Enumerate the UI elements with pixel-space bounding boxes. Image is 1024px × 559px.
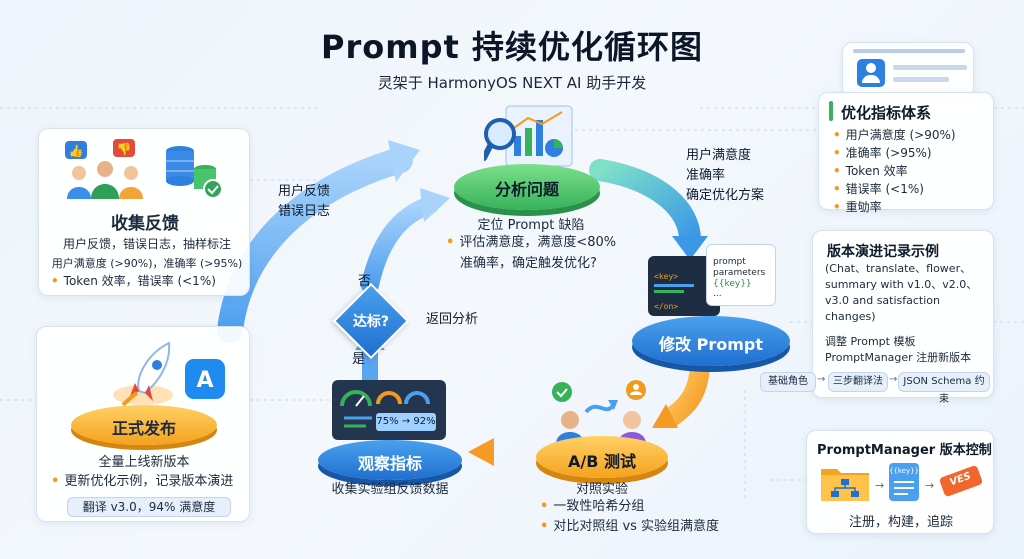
observe-disc: 观察指标 xyxy=(318,440,462,480)
collect-bullet: •Token 效率，错误率 (<1%) xyxy=(51,274,216,288)
collect-title: 收集反馈 xyxy=(111,214,179,234)
chip-arrow-icon: → xyxy=(817,374,826,385)
decision-back: 返回分析 xyxy=(426,312,479,327)
code-on: </on> xyxy=(654,302,679,311)
pm-arrow-icon-1: → xyxy=(875,479,885,492)
metrics-item: •Token 效率 xyxy=(833,164,908,178)
analyze-line2: 准确率，确定触发优化? xyxy=(460,256,597,271)
observe-title: 观察指标 xyxy=(357,454,422,473)
version-desc: (Chat、translate、flower、summary with v1.0… xyxy=(825,262,978,323)
prompt-panel-line1: prompt xyxy=(713,257,746,267)
modify-title: 修改 Prompt xyxy=(659,335,763,354)
svg-text:👎: 👎 xyxy=(117,142,132,156)
promptmanager-card: PromptManager 版本控制 → {{key}} → VES 注册，构建… xyxy=(806,430,994,534)
release-disc xyxy=(71,405,217,445)
arrow-analyze-to-modify xyxy=(589,159,701,251)
metrics-item: •重劬率 xyxy=(833,200,882,214)
flow-label-errlog: 错误日志 xyxy=(278,204,331,219)
arrow-decision-to-analyze xyxy=(361,196,439,294)
decision-label: 达标? xyxy=(352,314,390,330)
rocket-icon: A xyxy=(113,341,225,407)
metrics-title: 优化指标体系 xyxy=(841,104,932,122)
screen-card xyxy=(842,42,974,98)
folder-tree-icon xyxy=(821,469,869,501)
pm-arrow-icon-2: → xyxy=(925,479,935,492)
decision-yes: 是 xyxy=(352,352,366,367)
svg-text:👍: 👍 xyxy=(69,144,84,158)
abtest-title: A/B 测试 xyxy=(568,452,636,471)
decision-no: 否 xyxy=(358,274,372,289)
release-pill: 翻译 v3.0，94% 满意度 xyxy=(67,497,231,517)
flow-label-sat: 用户满意度 xyxy=(686,148,752,163)
prompt-panel-line2: parameters xyxy=(713,268,766,278)
tag-stamp-icon: VES xyxy=(938,464,984,498)
pm-stamp: VES xyxy=(948,470,973,489)
dashboard-icon: 75% → 92% xyxy=(332,380,446,440)
pm-footer: 注册，构建，追踪 xyxy=(848,515,953,530)
prompt-panel-line3: {{key}} xyxy=(713,279,752,289)
pm-title: PromptManager 版本控制 xyxy=(817,443,992,458)
doc-icon: {{key}} xyxy=(889,463,919,501)
observe-line1: 收集实验组反馈数据 xyxy=(331,482,449,497)
users-feedback-icon: 👍 👎 xyxy=(65,139,223,199)
page-title: Prompt 持续优化循环图 xyxy=(321,28,703,66)
collect-line1: 用户反馈，错误日志，抽样标注 xyxy=(62,237,231,251)
modify-disc: 修改 Prompt xyxy=(632,316,790,366)
page-subtitle: 灵架于 HarmonyOS NEXT AI 助手开发 xyxy=(377,74,647,92)
flow-label-plan: 确定优化方案 xyxy=(686,188,765,203)
analyze-chart-icon xyxy=(484,105,573,167)
version-chip-1: 三步翻译法 xyxy=(828,372,888,392)
analyze-line1: 定位 Prompt 缺陷 xyxy=(477,218,585,233)
metrics-item: •错误率 (<1%) xyxy=(833,182,924,196)
release-title: 正式发布 xyxy=(111,419,176,438)
version-chip-0: 基础角色 xyxy=(760,372,816,392)
analyze-disc: 分析问题 xyxy=(454,164,600,210)
user-profile-icon xyxy=(857,59,885,87)
collect-feedback-card: 👍 👎 收集反馈 用户反馈，错误日志，抽样标注 用户满意度 (>90%)，准确率… xyxy=(38,128,250,296)
pm-key: {{key}} xyxy=(889,467,920,475)
arrow-modify-to-abtest xyxy=(660,350,710,428)
release-bullet: •更新优化示例，记录版本演进 xyxy=(51,474,234,489)
abtest-bullet1: •一致性哈希分组 xyxy=(540,499,645,514)
release-line1: 全量上线新版本 xyxy=(98,455,190,470)
flow-label-acc: 准确率 xyxy=(686,168,726,183)
metrics-item: •准确率 (>95%) xyxy=(833,146,932,160)
prompt-panel-line4: ... xyxy=(713,289,722,299)
code-key: <key> xyxy=(654,272,679,281)
metrics-card: 优化指标体系 •用户满意度 (>90%) •准确率 (>95%) •Token … xyxy=(818,92,994,214)
abtest-bullet2: •对比对照组 vs 实验组满意度 xyxy=(540,519,720,534)
abtest-line1: 对照实验 xyxy=(575,482,628,497)
version-title: 版本演进记录示例 xyxy=(827,244,939,260)
svg-text:A: A xyxy=(196,368,213,393)
ab-users-icon xyxy=(552,380,646,444)
analyze-title: 分析问题 xyxy=(494,180,559,199)
metrics-list: •用户满意度 (>90%) •准确率 (>95%) •Token 效率 •错误率… xyxy=(833,126,956,216)
version-adjust2: PromptManager 注册新版本 xyxy=(825,351,972,364)
arrow-release-to-analyze xyxy=(217,147,413,343)
release-card: A 正式发布 全量上线新版本 •更新优化示例，记录版本演进 翻译 v3.0，94… xyxy=(36,326,250,522)
prompt-panel: prompt parameters {{key}} ... xyxy=(706,244,776,306)
collect-line2: 用户满意度 (>90%)，准确率 (>95%) xyxy=(51,257,243,270)
version-chip-2: JSON Schema 约束 xyxy=(898,372,990,405)
chip-arrow-icon: → xyxy=(889,374,898,385)
abtest-disc: A/B 测试 xyxy=(536,436,668,478)
metrics-item: •用户满意度 (>90%) xyxy=(833,128,956,142)
analyze-bullet: •评估满意度，满意度<80% xyxy=(446,235,617,250)
version-adjust1: 调整 Prompt 模板 xyxy=(825,335,916,348)
version-card: 版本演进记录示例 (Chat、translate、flower、summary … xyxy=(812,230,994,398)
observe-gauge-text: 75% → 92% xyxy=(376,416,436,427)
flow-label-feedback: 用户反馈 xyxy=(278,184,331,199)
